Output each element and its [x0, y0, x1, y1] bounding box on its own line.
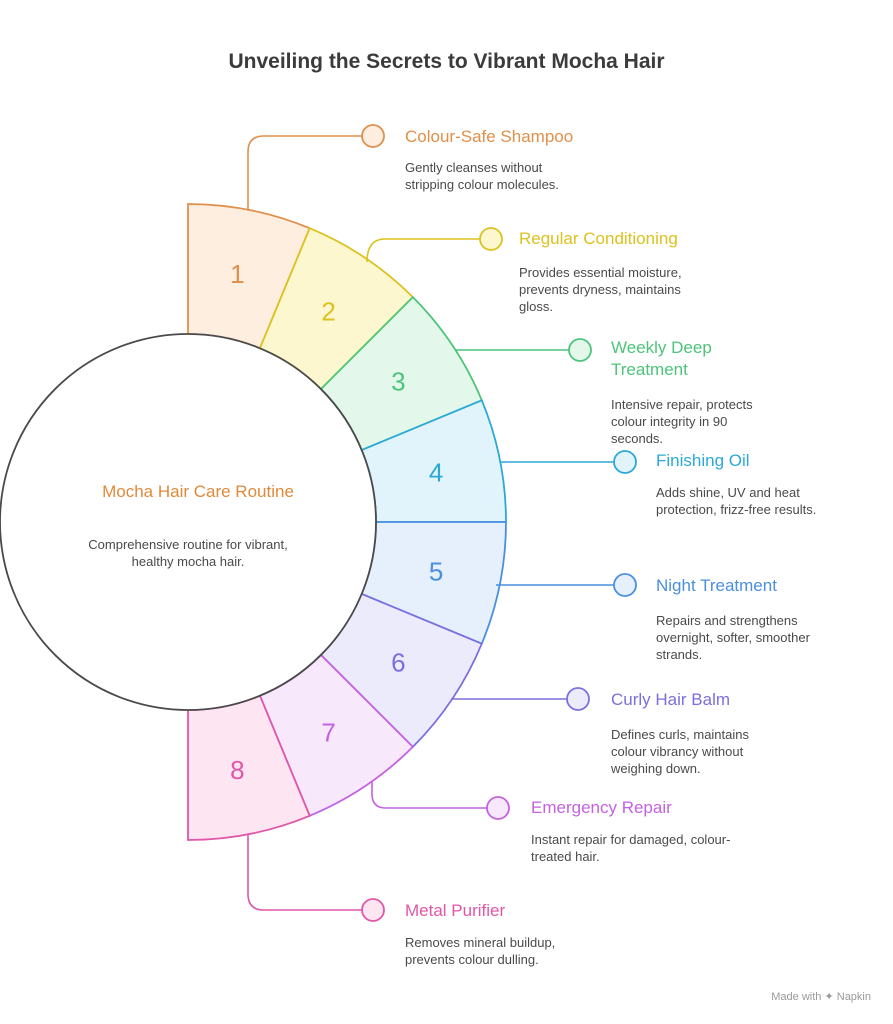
segment-number-1: 1: [230, 259, 244, 289]
connector-weekly-deep-treatment: [456, 338, 592, 362]
connector-dot: [613, 450, 637, 474]
step-desc-colour-safe-shampoo: Gently cleanses without stripping colour…: [405, 160, 559, 192]
connector-night-treatment: [496, 573, 637, 597]
page-title: Unveiling the Secrets to Vibrant Mocha H…: [228, 50, 665, 73]
connector-line: [247, 834, 362, 911]
connector-dot: [568, 338, 592, 362]
connector-dot: [613, 573, 637, 597]
segment-number-5: 5: [429, 556, 443, 586]
connector-dot: [479, 227, 503, 251]
segment-number-6: 6: [391, 648, 405, 678]
center-title: Mocha Hair Care Routine: [102, 482, 294, 501]
segment-number-4: 4: [429, 458, 443, 488]
step-title-regular-conditioning: Regular Conditioning: [519, 229, 678, 248]
connector-regular-conditioning: [366, 227, 503, 263]
napkin-logo-icon: ✦: [824, 991, 834, 1003]
step-title-metal-purifier: Metal Purifier: [405, 901, 506, 920]
step-desc-emergency-repair: Instant repair for damaged, colour-treat…: [531, 832, 731, 864]
connector-finishing-oil: [500, 450, 637, 474]
center-circle: [0, 333, 377, 711]
made-with-label: Made with: [771, 991, 822, 1003]
segment-group: 1 2 3 4 5 6 7 8: [187, 203, 507, 841]
segment-number-2: 2: [321, 297, 335, 327]
connector-line: [247, 135, 362, 210]
connector-line: [371, 782, 487, 809]
connector-colour-safe-shampoo: [247, 124, 385, 210]
connector-emergency-repair: [371, 782, 510, 820]
step-title-emergency-repair: Emergency Repair: [531, 798, 672, 817]
connector-dot: [361, 124, 385, 148]
step-title-night-treatment: Night Treatment: [656, 576, 777, 595]
step-desc-curly-hair-balm: Defines curls, maintains colour vibrancy…: [611, 727, 749, 776]
center-description: Comprehensive routine for vibrant, healt…: [88, 537, 288, 569]
connector-line: [366, 238, 480, 263]
step-title-colour-safe-shampoo: Colour-Safe Shampoo: [405, 127, 574, 146]
connector-dot: [566, 687, 590, 711]
connector-group: [247, 124, 637, 922]
step-desc-weekly-deep-treatment: Intensive repair, protects colour integr…: [611, 397, 753, 446]
segment-number-7: 7: [321, 717, 335, 747]
connector-dot: [361, 898, 385, 922]
segment-number-8: 8: [230, 755, 244, 785]
connector-curly-hair-balm: [451, 687, 590, 711]
step-desc-finishing-oil: Adds shine, UV and heat protection, friz…: [656, 485, 817, 517]
step-title-weekly-deep-treatment: Weekly Deep Treatment: [611, 338, 712, 379]
step-title-finishing-oil: Finishing Oil: [656, 451, 750, 470]
footer: Made with ✦ Napkin: [771, 990, 871, 1003]
step-desc-regular-conditioning: Provides essential moisture, prevents dr…: [519, 265, 682, 314]
connector-metal-purifier: [247, 834, 385, 922]
step-desc-night-treatment: Repairs and strengthens overnight, softe…: [656, 613, 810, 662]
step-title-curly-hair-balm: Curly Hair Balm: [611, 690, 731, 709]
segment-number-3: 3: [391, 366, 405, 396]
step-desc-metal-purifier: Removes mineral buildup, prevents colour…: [405, 935, 556, 967]
connector-dot: [486, 796, 510, 820]
brand-label: Napkin: [836, 991, 871, 1003]
